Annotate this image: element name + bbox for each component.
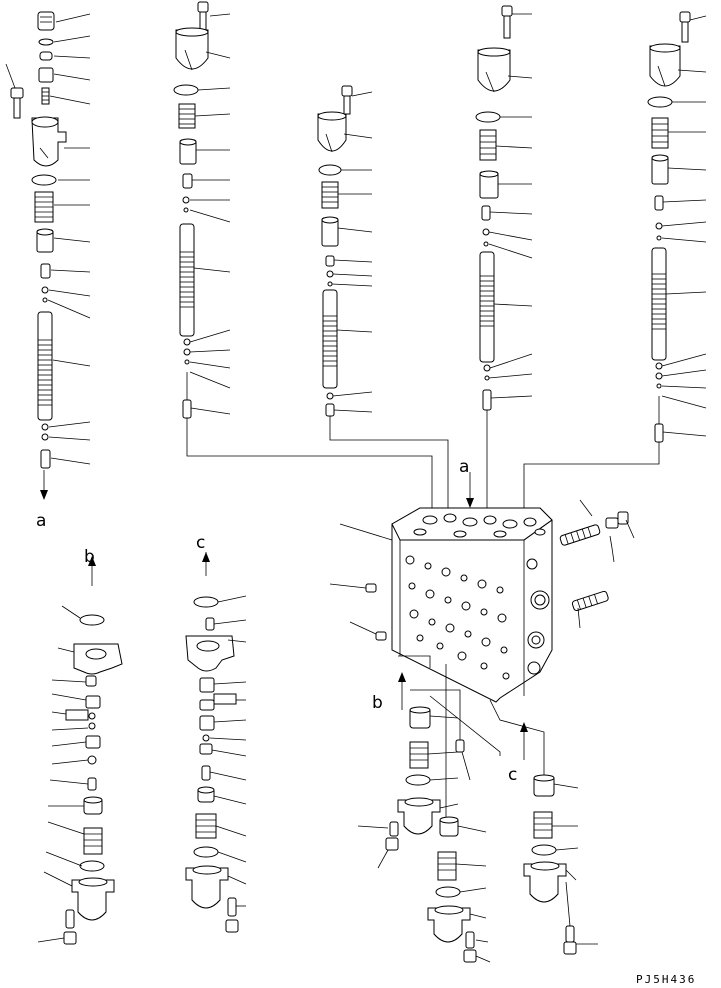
marker-c-label: c <box>196 533 205 553</box>
marker-a-arrow <box>466 472 474 508</box>
lower-left-b-assembly <box>37 556 123 945</box>
block-side-fittings <box>329 583 387 641</box>
marker-c-block-label: c <box>508 765 517 785</box>
diagram-code: PJ5H436 <box>636 973 696 986</box>
marker-a-center-label: a <box>459 457 469 477</box>
column-3-assembly <box>317 85 449 520</box>
marker-a-label: a <box>36 511 46 531</box>
lower-c-assembly <box>185 552 247 933</box>
relief-valve-right <box>559 499 635 629</box>
column-5-assembly <box>523 11 707 562</box>
marker-b-block-label: b <box>372 693 383 713</box>
column-2-assembly <box>173 1 433 516</box>
block-b-c-connectors <box>398 655 545 820</box>
lower-center-assembly <box>357 706 491 963</box>
marker-b-label: b <box>84 547 95 567</box>
column-1-assembly <box>5 11 91 500</box>
column-4-assembly <box>475 5 533 548</box>
lower-right-assembly <box>523 774 598 955</box>
main-valve-block <box>339 507 553 703</box>
